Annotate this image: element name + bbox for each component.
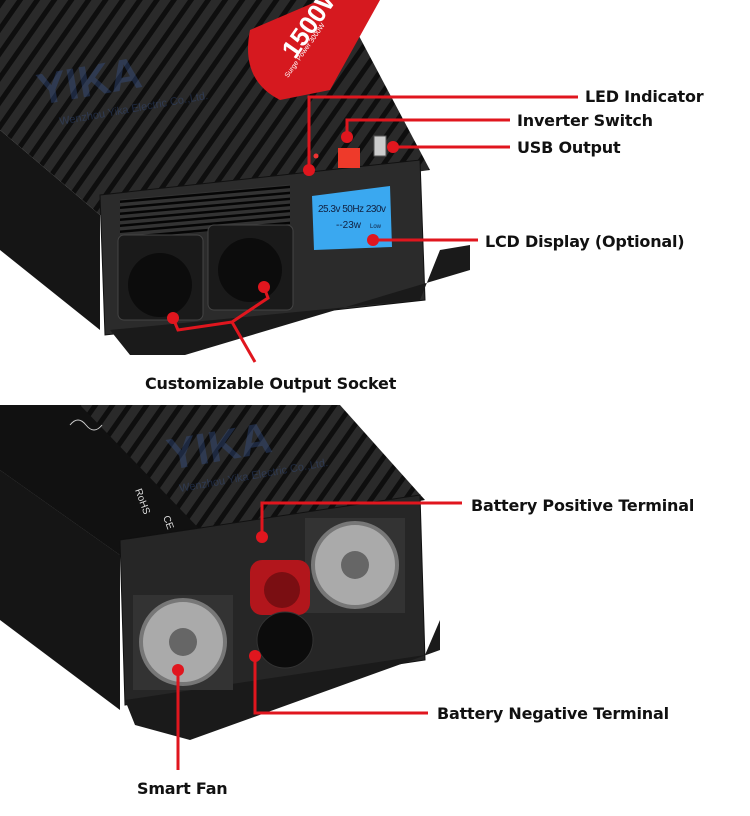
battery-negative-terminal	[256, 611, 314, 669]
label-battery-negative: Battery Negative Terminal	[437, 704, 669, 723]
inverter-switch	[338, 148, 360, 168]
output-socket-right	[207, 224, 294, 311]
red-badge: 1500W Surge Power 3000W	[248, 0, 380, 100]
output-socket-left	[117, 234, 204, 321]
label-battery-positive: Battery Positive Terminal	[471, 496, 695, 515]
usb-port	[373, 135, 387, 157]
lcd-line2: --23w	[336, 220, 362, 231]
led-indicator	[313, 153, 319, 159]
label-smart-fan: Smart Fan	[137, 779, 228, 798]
battery-positive-terminal	[250, 560, 310, 615]
lcd-display: 25.3v 50Hz 230v --23w Low	[312, 186, 392, 250]
label-lcd-display: LCD Display (Optional)	[485, 232, 685, 251]
ce-mark: CE	[160, 514, 175, 531]
sine-wave-icon	[69, 419, 103, 431]
fan-right	[305, 518, 405, 613]
label-usb-output: USB Output	[517, 138, 621, 157]
callout-dots	[167, 131, 399, 676]
bottom-inverter: RoHS CE YIKA Wenzhou Yika Electric Co.,L…	[0, 405, 440, 740]
lcd-status: Low	[370, 224, 382, 230]
fan-left	[133, 595, 233, 690]
label-output-socket: Customizable Output Socket	[145, 374, 397, 393]
label-inverter-switch: Inverter Switch	[517, 111, 653, 130]
lcd-line1: 25.3v 50Hz 230v	[318, 204, 386, 215]
top-inverter: 1500W Surge Power 3000W 25.3v 50Hz 230v …	[0, 0, 470, 355]
label-led-indicator: LED Indicator	[585, 87, 704, 106]
